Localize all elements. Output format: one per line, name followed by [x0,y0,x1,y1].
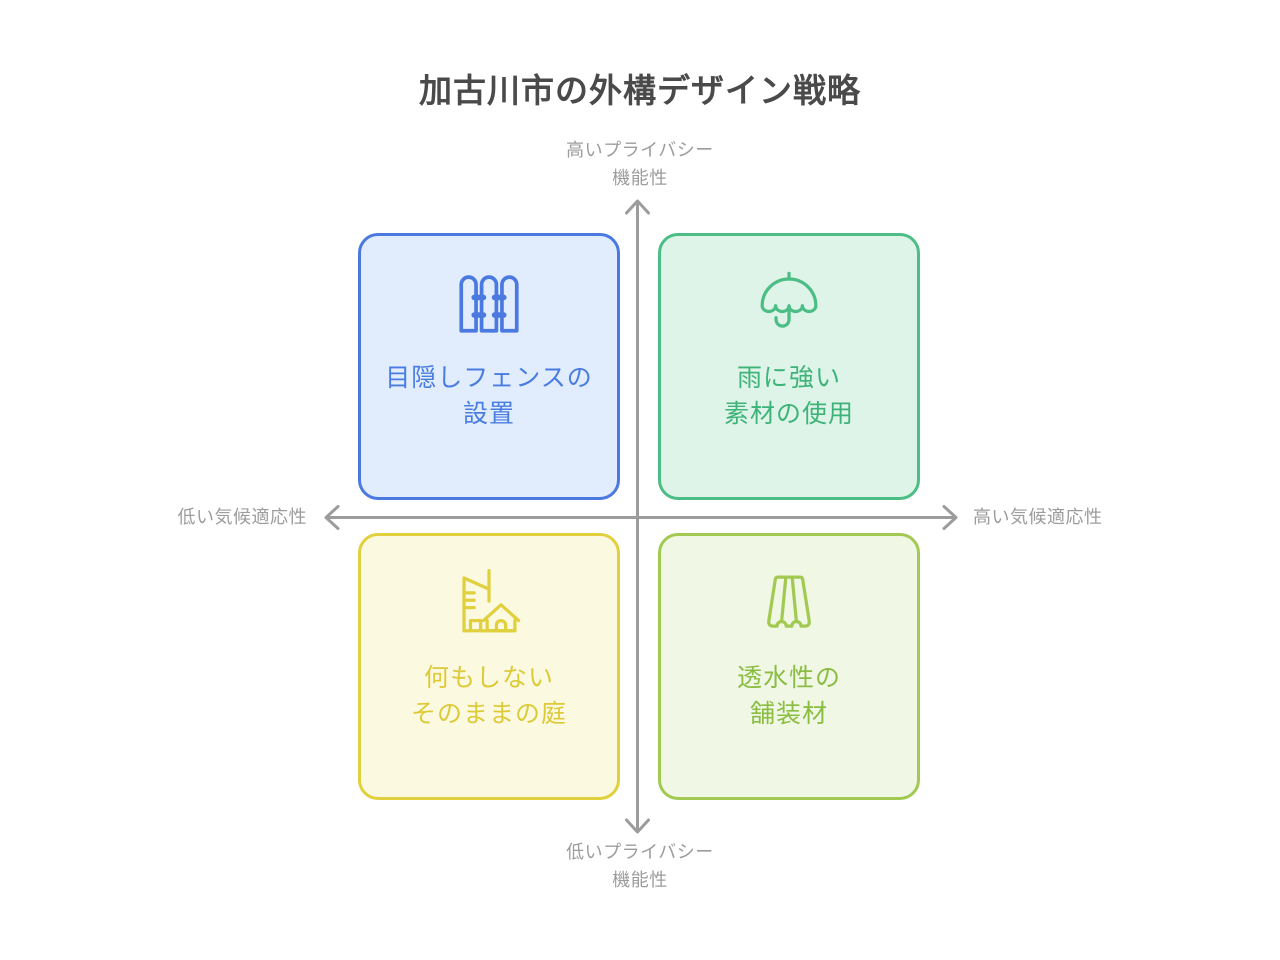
fence-icon [459,275,519,333]
arrow-left-icon [324,505,340,530]
axis-label-line: 高いプライバシー [566,140,714,160]
axis-label-top: 高いプライバシー 機能性 [465,136,815,192]
building-and-house-icon [462,569,521,633]
quadrant-top-right: 雨に強い 素材の使用 [658,233,920,500]
quadrant-top-left: 目隠しフェンスの 設置 [358,233,620,500]
axis-label-line: 低いプライバシー [566,842,714,862]
label-line: 舗装材 [749,700,828,728]
quadrant-bottom-right: 透水性の 舗装材 [658,533,920,800]
quadrant-label: 目隠しフェンスの 設置 [385,360,593,432]
quadrant-label: 透水性の 舗装材 [737,660,841,732]
label-line: 透水性の [736,664,841,692]
quadrant-label: 雨に強い 素材の使用 [724,360,854,432]
label-line: 雨に強い [736,364,841,392]
axis-label-line: 機能性 [612,870,668,890]
skirt-icon [767,575,811,628]
arrow-down-icon [625,818,650,834]
axis-label-right: 高い気候適応性 [973,507,1103,527]
arrow-up-icon [625,199,650,215]
arrow-right-icon [942,505,958,530]
label-line: 設置 [462,400,515,428]
quadrant-bottom-left: 何もしない そのままの庭 [358,533,620,800]
label-line: 素材の使用 [723,400,854,428]
umbrella-icon [760,271,818,328]
axis-label-left: 低い気候適応性 [177,507,307,527]
quadrant-label: 何もしない そのままの庭 [411,660,567,732]
label-line: 目隠しフェンスの [385,364,593,392]
page-title: 加古川市の外構デザイン戦略 [419,72,861,109]
label-line: 何もしない [423,664,554,692]
axis-label-line: 機能性 [612,168,668,188]
label-line: そのままの庭 [410,700,567,728]
axis-label-bottom: 低いプライバシー 機能性 [465,838,815,894]
